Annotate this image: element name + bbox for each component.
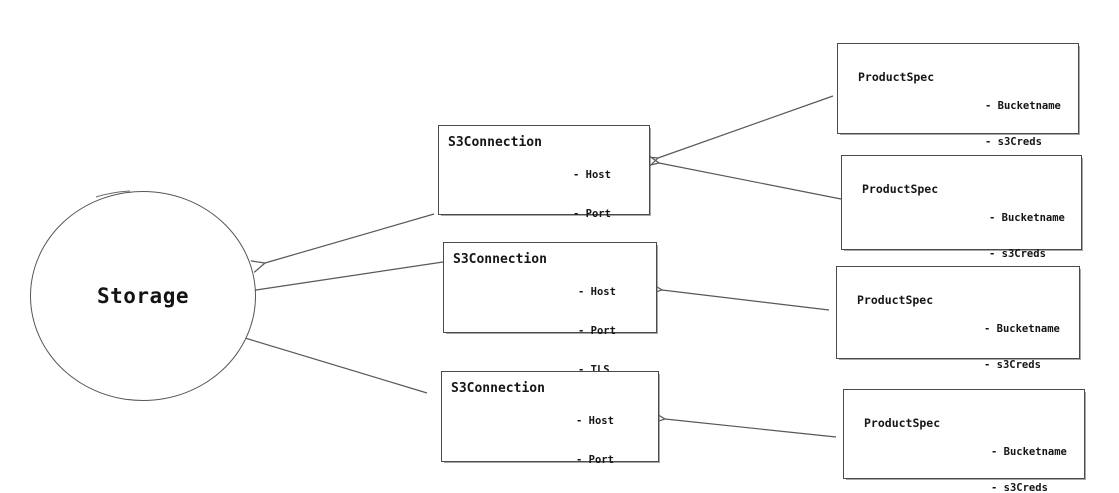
node-attributes: - Bucketname - s3Creds <box>991 422 1067 493</box>
attribute-line: - Port <box>576 454 614 466</box>
arrow-s3connection3-to-storage[interactable] <box>230 328 428 394</box>
node-title: ProductSpec <box>858 70 935 84</box>
arrow-productspec2-to-s3connection1[interactable] <box>644 154 842 200</box>
node-title: ProductSpec <box>857 293 934 307</box>
node-title: S3Connection <box>448 135 542 150</box>
attribute-line: - Bucketname <box>984 323 1060 335</box>
node-title: ProductSpec <box>864 416 941 430</box>
node-attributes: - Host - Port - TLS <box>576 389 614 493</box>
attribute-line: - Port <box>573 208 611 220</box>
node-title: S3Connection <box>453 252 547 267</box>
productspec-node-3[interactable]: ProductSpec - Bucketname - s3Creds <box>836 266 1080 371</box>
attribute-line: - Bucketname <box>989 212 1065 224</box>
attribute-line: - Host <box>573 169 611 181</box>
attribute-line: - Host <box>578 286 616 298</box>
s3connection-node-1[interactable]: S3Connection - Host - Port - TLS <box>438 125 650 259</box>
arrow-s3connection2-to-storage[interactable] <box>242 261 444 299</box>
arrow-productspec3-to-s3connection2[interactable] <box>648 281 830 311</box>
arrow-productspec4-to-s3connection3[interactable] <box>651 411 837 438</box>
s3connection-node-3[interactable]: S3Connection - Host - Port - TLS <box>441 371 659 466</box>
attribute-line: - s3Creds <box>991 482 1048 493</box>
attribute-line: - s3Creds <box>989 248 1046 260</box>
arrow-productspec1-to-s3connection1[interactable] <box>643 95 834 169</box>
node-attributes: - Host - Port - TLS <box>578 260 616 403</box>
attribute-line: - Bucketname <box>985 100 1061 112</box>
s3connection-node-2[interactable]: S3Connection - Host - Port - TLS <box>443 242 657 376</box>
productspec-node-1[interactable]: ProductSpec - Bucketname - s3Creds <box>837 43 1079 148</box>
attribute-line: - s3Creds <box>985 136 1042 148</box>
storage-node[interactable]: Storage <box>30 191 256 401</box>
productspec-node-4[interactable]: ProductSpec - Bucketname - s3Creds <box>843 389 1085 493</box>
attribute-line: - Bucketname <box>991 446 1067 458</box>
storage-label: Storage <box>96 284 189 308</box>
productspec-node-2[interactable]: ProductSpec - Bucketname - s3Creds <box>841 155 1082 260</box>
node-attributes: - Bucketname - s3Creds <box>989 188 1065 284</box>
node-attributes: - Bucketname - s3Creds <box>985 76 1061 172</box>
attribute-line: - s3Creds <box>984 359 1041 371</box>
arrow-s3connection1-to-storage[interactable] <box>250 213 435 273</box>
attribute-line: - Port <box>578 325 616 337</box>
node-title: S3Connection <box>451 381 545 396</box>
node-title: ProductSpec <box>862 182 939 196</box>
attribute-line: - Host <box>576 415 614 427</box>
node-attributes: - Bucketname - s3Creds <box>984 299 1060 395</box>
